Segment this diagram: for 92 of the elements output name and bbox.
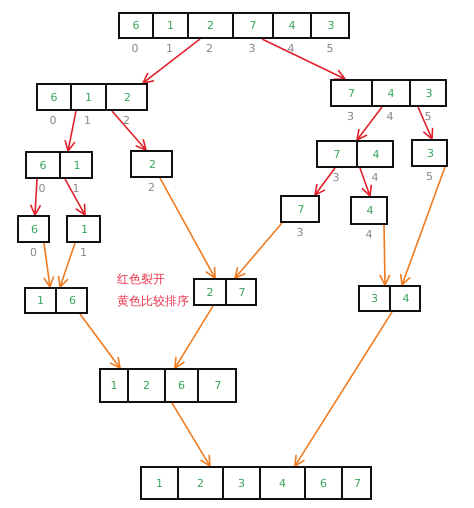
array-box <box>330 79 447 107</box>
cell-value: 7 <box>238 286 246 298</box>
index-label: 4 <box>366 229 372 240</box>
arrow <box>417 106 434 140</box>
array-box <box>36 83 148 111</box>
arrow <box>64 178 86 216</box>
cell-value: 4 <box>366 205 374 216</box>
array-box <box>140 466 372 500</box>
arrow <box>58 242 76 288</box>
cell-value: 4 <box>288 20 296 31</box>
index-label: 1 <box>80 247 87 258</box>
arrow <box>79 314 121 369</box>
arrow <box>42 242 54 288</box>
arrow <box>262 38 346 80</box>
array-box <box>25 151 93 179</box>
cell-value: 7 <box>334 148 340 160</box>
arrow <box>171 402 211 467</box>
index-label: 0 <box>38 183 46 194</box>
index-label: 0 <box>50 115 56 126</box>
array-box <box>99 368 237 403</box>
index-label: 3 <box>332 172 340 183</box>
cell-value: 3 <box>426 88 432 98</box>
arrow <box>314 168 336 196</box>
arrow <box>64 110 77 152</box>
note-text: 黄色比较排序 <box>117 294 189 308</box>
array-box <box>118 12 350 39</box>
arrow <box>400 166 446 286</box>
cell-value: 2 <box>206 286 214 298</box>
cell-value: 6 <box>69 295 76 306</box>
cell-value: 1 <box>81 224 88 234</box>
cell-value: 6 <box>31 224 38 234</box>
array-box <box>358 285 421 312</box>
cell-value: 6 <box>40 160 46 170</box>
cell-value: 1 <box>110 380 118 391</box>
cell-value: 1 <box>167 20 174 31</box>
cell-value: 2 <box>207 20 214 31</box>
index-label: 1 <box>84 115 91 126</box>
arrow <box>30 178 42 216</box>
cell-value: 7 <box>348 88 355 98</box>
arrow <box>356 106 383 141</box>
index-label: 1 <box>72 183 80 194</box>
index-label: 3 <box>248 43 256 54</box>
cell-value: 6 <box>178 380 185 391</box>
cell-value: 3 <box>371 293 378 304</box>
cell-value: 7 <box>250 20 256 31</box>
index-label: 3 <box>347 111 354 122</box>
cell-value: 3 <box>238 478 245 488</box>
index-label: 5 <box>326 43 334 54</box>
cell-value: 7 <box>214 380 222 391</box>
array-box <box>24 287 88 314</box>
arrow <box>111 110 147 151</box>
cell-value: 6 <box>132 20 140 31</box>
cell-value: 7 <box>298 204 304 214</box>
cell-value: 3 <box>427 148 434 158</box>
cell-value: 1 <box>156 478 163 488</box>
cell-value: 1 <box>85 92 92 102</box>
index-label: 0 <box>30 247 37 258</box>
index-label: 4 <box>372 172 378 183</box>
cell-value: 7 <box>354 478 361 488</box>
index-label: 5 <box>426 171 433 182</box>
arrow <box>159 178 216 279</box>
cell-value: 2 <box>149 158 156 170</box>
index-label: 5 <box>424 111 432 122</box>
cell-value: 1 <box>37 295 44 306</box>
index-label: 4 <box>288 43 294 54</box>
index-label: 1 <box>166 43 173 54</box>
arrow <box>234 222 283 279</box>
arrow <box>379 224 391 286</box>
cell-value: 2 <box>124 92 131 102</box>
arrow <box>294 312 393 467</box>
arrow <box>359 168 372 197</box>
cell-value: 4 <box>279 478 286 488</box>
cell-value: 3 <box>328 20 334 31</box>
arrow <box>174 306 214 369</box>
cell-value: 6 <box>50 92 58 102</box>
cell-value: 1 <box>74 160 80 170</box>
index-label: 3 <box>296 227 304 238</box>
index-label: 4 <box>386 111 394 122</box>
cell-value: 6 <box>320 478 327 488</box>
cell-value: 2 <box>143 380 150 391</box>
index-label: 2 <box>206 43 213 54</box>
cell-value: 4 <box>388 88 394 98</box>
cell-value: 2 <box>197 478 204 488</box>
arrow <box>142 38 200 84</box>
note-text: 红色裂开 <box>117 272 165 286</box>
cell-value: 4 <box>372 148 380 160</box>
cell-value: 4 <box>402 293 410 304</box>
index-label: 2 <box>148 182 155 193</box>
array-box <box>193 278 257 306</box>
index-label: 0 <box>132 43 138 54</box>
array-box <box>316 140 394 168</box>
index-label: 2 <box>123 115 130 126</box>
